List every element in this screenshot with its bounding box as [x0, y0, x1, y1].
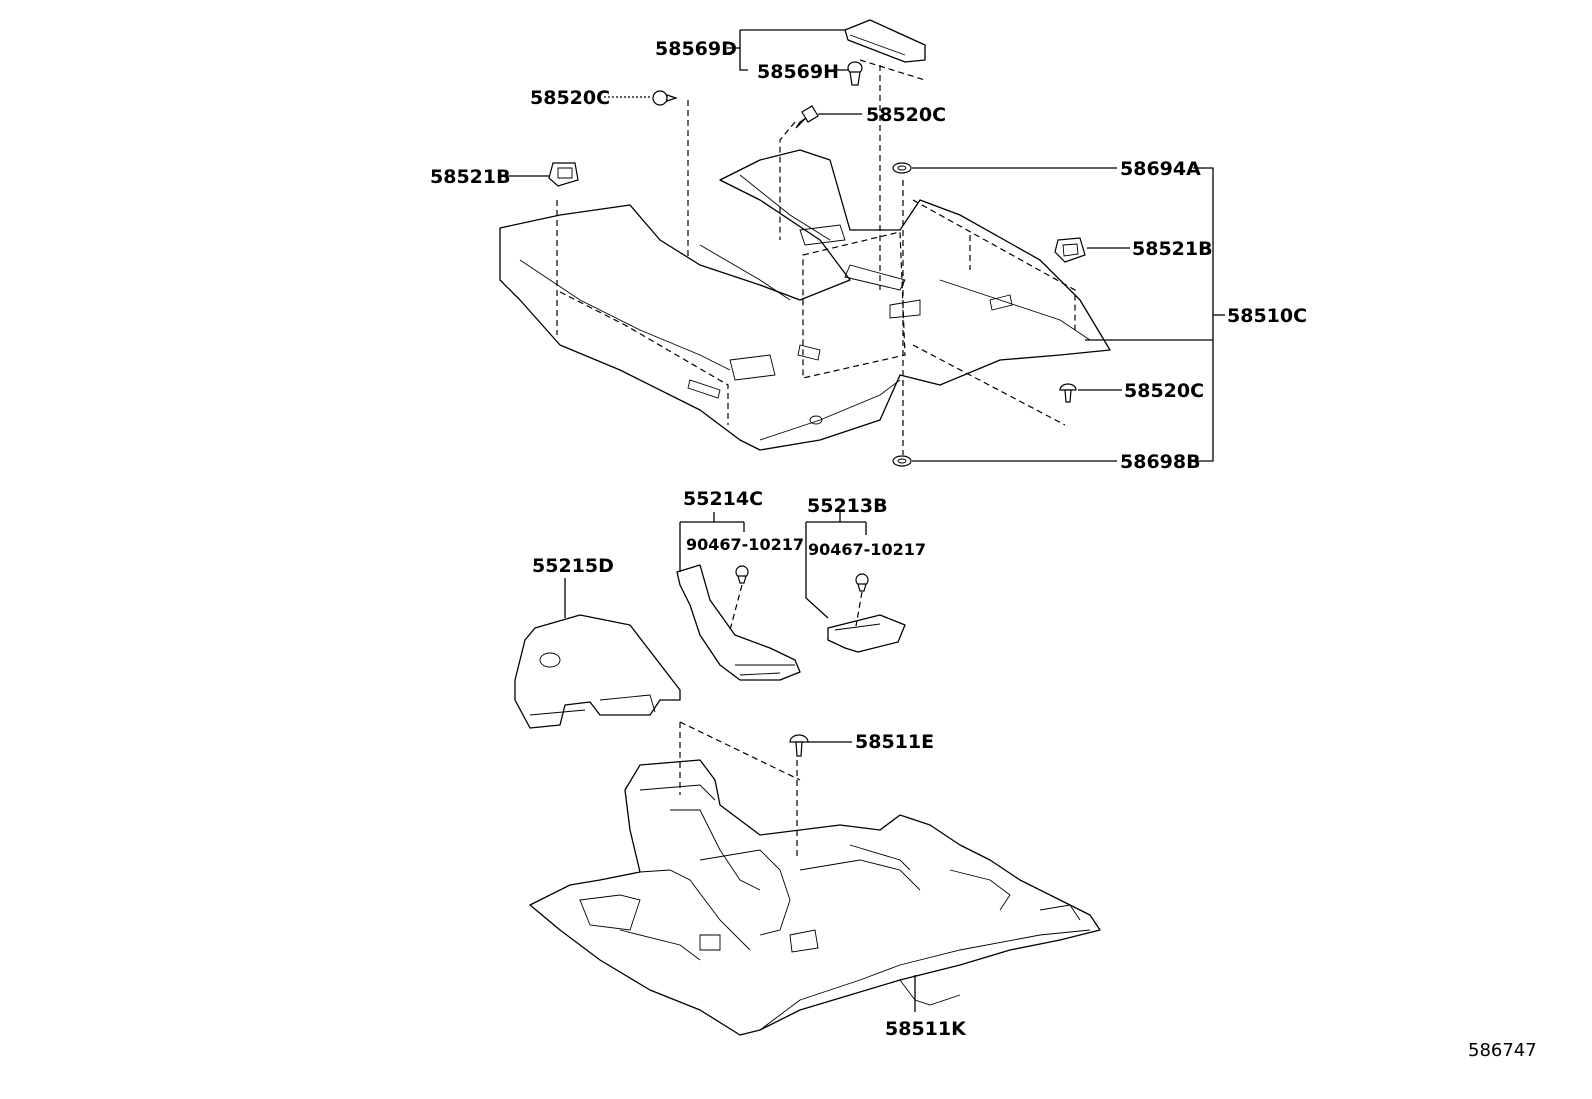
cover-55213B — [805, 510, 906, 653]
upper-leader-lines — [503, 29, 1225, 462]
label-58569H: 58569H — [757, 61, 839, 83]
clip-90467-left — [735, 565, 749, 584]
label-58511K: 58511K — [885, 1018, 967, 1040]
label-55214C: 55214C — [683, 488, 763, 510]
front-floor-carpet — [499, 149, 1111, 451]
label-58511E: 58511E — [855, 731, 934, 753]
label-90467-left: 90467-10217 — [686, 535, 804, 554]
insulator-55215D — [514, 578, 681, 729]
label-90467-right: 90467-10217 — [808, 540, 926, 559]
label-58510C: 58510C — [1227, 305, 1307, 327]
cover-55214C — [676, 512, 801, 681]
clip-58511E — [789, 734, 852, 757]
bracket-58521B-left — [548, 162, 579, 187]
rear-floor-carpet-58511K — [529, 721, 1101, 1036]
grommet-58698B — [892, 455, 912, 467]
label-58569D: 58569D — [655, 38, 737, 60]
label-55215D: 55215D — [532, 555, 614, 577]
clip-58520C-top-left — [652, 90, 678, 106]
sill-plate-58569D — [844, 19, 926, 63]
label-58520C-a: 58520C — [530, 87, 610, 109]
label-58521B-a: 58521B — [430, 166, 511, 188]
clip-90467-right — [855, 573, 869, 592]
label-58520C-c: 58520C — [1124, 380, 1204, 402]
label-58698B: 58698B — [1120, 451, 1201, 473]
label-58694A: 58694A — [1120, 158, 1201, 180]
clip-58520C-right — [1059, 383, 1077, 403]
diagram-reference-number: 586747 — [1468, 1040, 1537, 1061]
label-58521B-b: 58521B — [1132, 238, 1213, 260]
label-58520C-b: 58520C — [866, 104, 946, 126]
upper-assembly-guide-lines — [556, 59, 1076, 455]
label-55213B: 55213B — [807, 495, 888, 517]
clip-58520C-top-center — [795, 105, 819, 129]
grommet-58694A — [892, 162, 912, 174]
clip-58569H — [847, 61, 863, 86]
bracket-58521B-right — [1054, 237, 1086, 263]
